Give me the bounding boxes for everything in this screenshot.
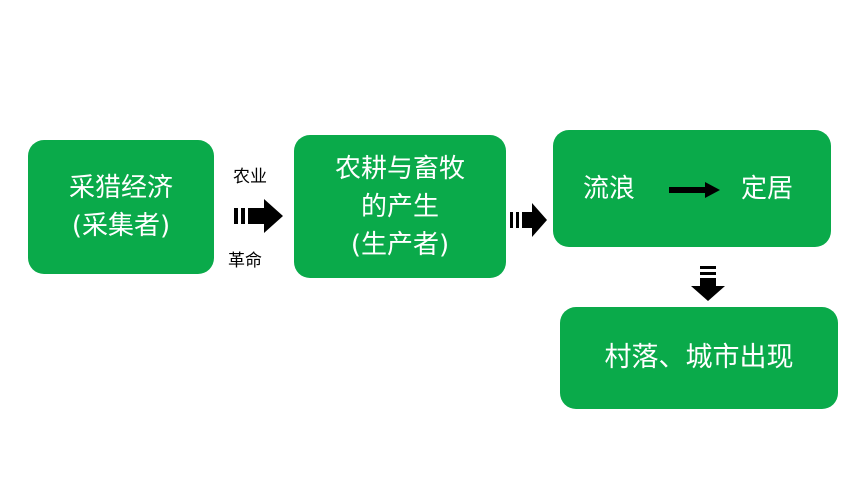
node-hunter-gatherer-subtitle: (采集者) — [71, 211, 171, 241]
node-villages-and-cities: 村落、城市出现 — [560, 307, 838, 409]
striped-right-arrow-icon — [510, 203, 547, 237]
node-hunter-gatherer-economy: 采猎经济 (采集者) — [28, 140, 214, 274]
node-farming-title-line1: 农耕与畜牧 — [334, 153, 465, 184]
node-farming-subtitle: (生产者) — [350, 229, 450, 260]
node-wandering-to-settlement: 流浪 定居 — [553, 130, 831, 247]
node-hunter-gatherer-title: 采猎经济 — [68, 173, 173, 203]
striped-down-arrow-icon — [691, 266, 725, 301]
striped-right-arrow-icon — [234, 199, 283, 233]
node-farming-and-herding: 农耕与畜牧 的产生 (生产者) — [294, 135, 506, 278]
node-settlement-label: 定居 — [741, 173, 794, 204]
node-villages-cities-label: 村落、城市出现 — [604, 342, 794, 373]
right-arrow-icon — [669, 182, 720, 198]
arrow-label-top: 农业 — [233, 167, 267, 187]
node-wandering-label: 流浪 — [583, 173, 636, 204]
node-farming-title-line2: 的产生 — [360, 191, 439, 222]
arrow-label-bottom: 革命 — [228, 251, 262, 271]
